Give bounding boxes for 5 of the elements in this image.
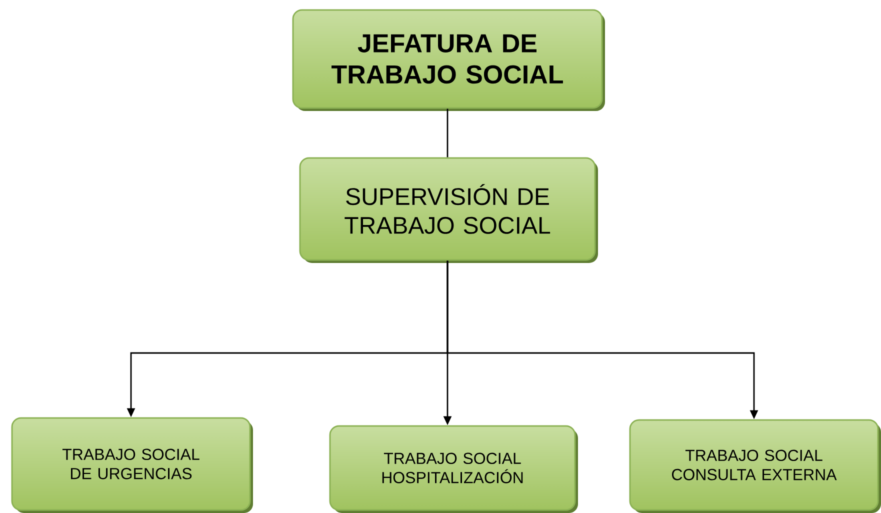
org-box: TRABAJO SOCIAL DE URGENCIAS: [11, 417, 253, 513]
org-box: TRABAJO SOCIAL HOSPITALIZACIÓN: [329, 425, 578, 513]
org-box: TRABAJO SOCIAL CONSULTA EXTERNA: [629, 419, 881, 513]
org-box: JEFATURA DE TRABAJO SOCIAL: [292, 9, 605, 111]
org-box: SUPERVISIÓN DE TRABAJO SOCIAL: [299, 157, 598, 263]
